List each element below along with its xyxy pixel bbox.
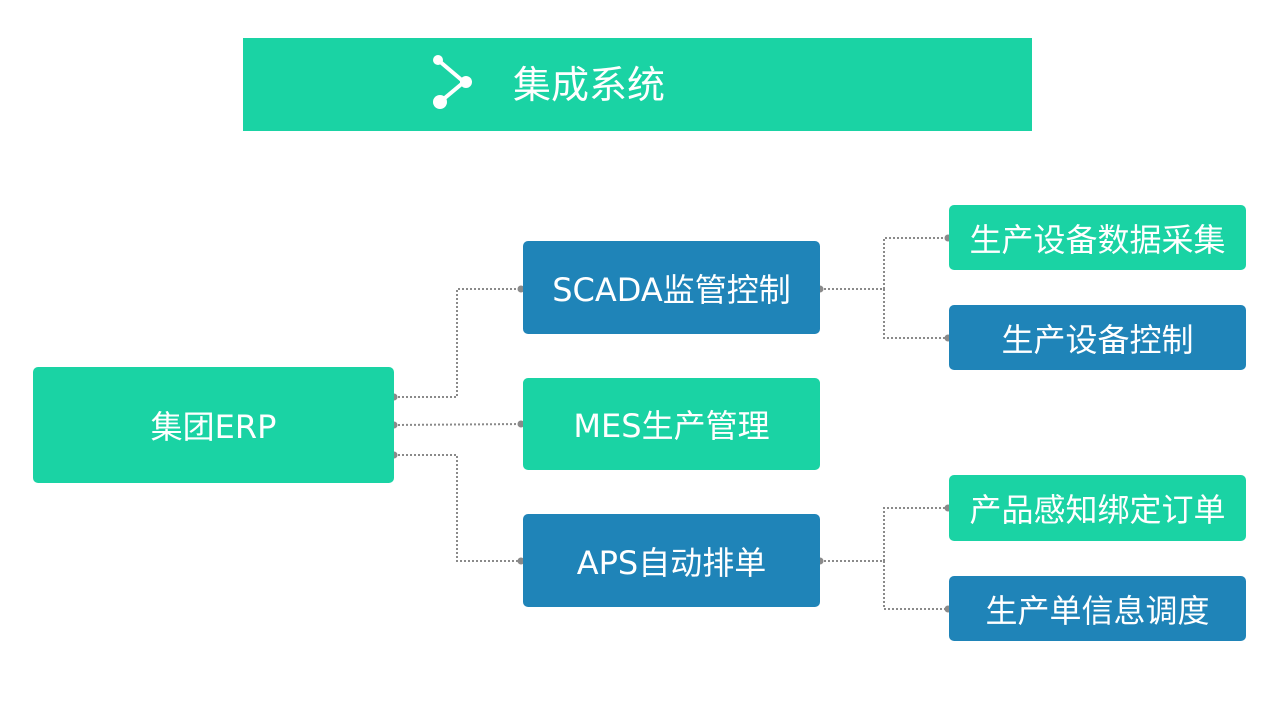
node-mes: MES生产管理 xyxy=(523,378,820,470)
connector-erp-scada xyxy=(394,288,523,398)
connector-dot xyxy=(517,420,525,428)
connector-scada-child-2 xyxy=(883,289,949,339)
connector-aps-child-1 xyxy=(883,507,949,561)
node-erp: 集团ERP xyxy=(33,367,394,483)
connector-erp-mes xyxy=(393,423,524,426)
connector-dot xyxy=(517,285,525,293)
node-aps: APS自动排单 xyxy=(523,514,820,607)
node-aps-child: 生产单信息调度 xyxy=(949,576,1246,641)
node-scada-child: 生产设备数据采集 xyxy=(949,205,1246,270)
connector-erp-aps xyxy=(394,454,523,562)
share-network-icon xyxy=(433,55,472,109)
connector-scada-child-1 xyxy=(883,237,949,289)
page-title: 集成系统 xyxy=(513,63,666,107)
node-scada: SCADA监管控制 xyxy=(523,241,820,334)
connector-dot xyxy=(517,557,525,565)
title-banner xyxy=(243,38,1032,131)
connector-aps-child-2 xyxy=(883,561,949,610)
node-scada-child: 生产设备控制 xyxy=(949,305,1246,370)
node-aps-child: 产品感知绑定订单 xyxy=(949,475,1246,541)
